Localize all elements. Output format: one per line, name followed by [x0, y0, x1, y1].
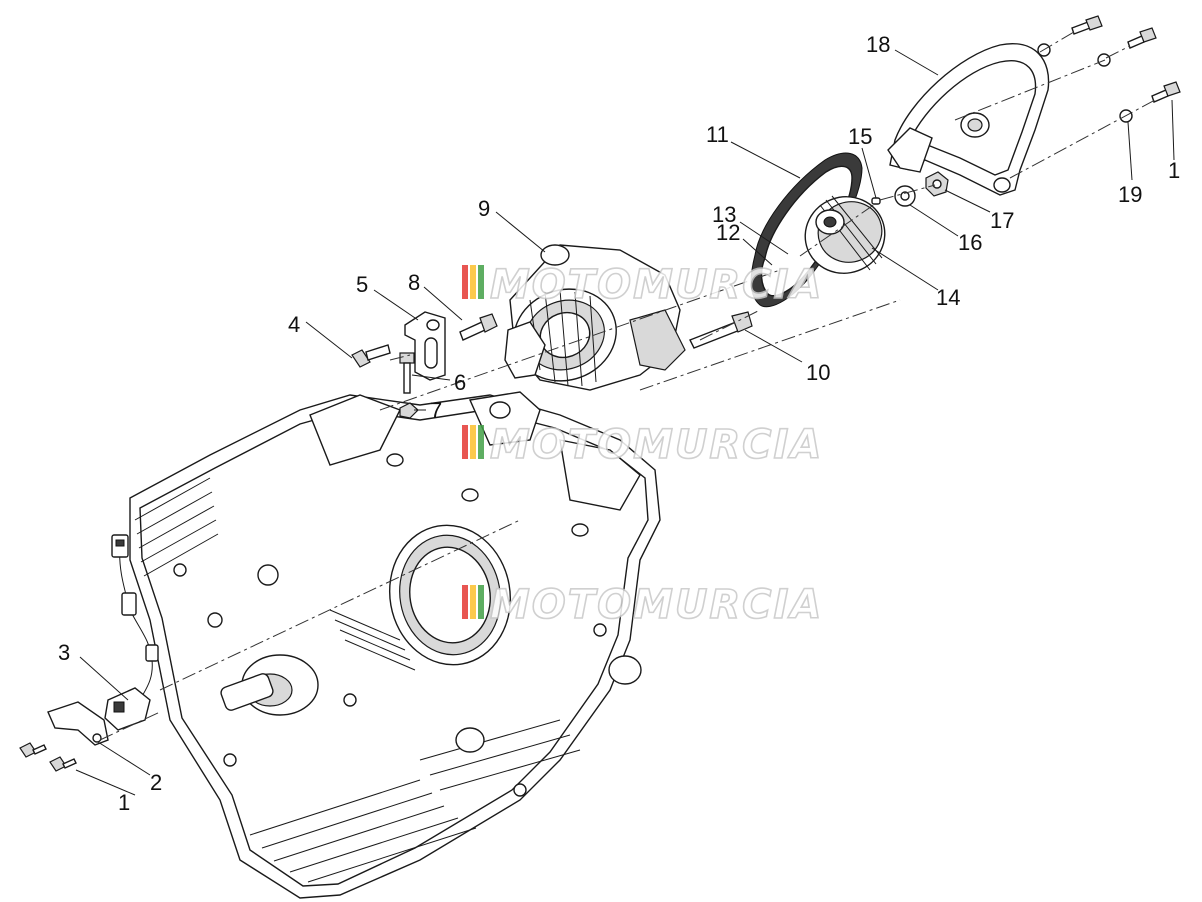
bolt-10 [689, 311, 753, 349]
callout-13: 13 [712, 202, 736, 227]
alternator [504, 244, 686, 391]
bolt-lower-a [19, 742, 47, 758]
watermark-text: MOTOMURCIA [490, 582, 823, 628]
callout-6: 6 [454, 370, 466, 395]
bolt-lower-b [49, 756, 77, 772]
callout-11: 11 [706, 122, 729, 147]
callout-2: 2 [150, 770, 162, 795]
callout-18: 18 [866, 32, 890, 57]
bolt-top-c [1151, 81, 1181, 103]
leader-lines [75, 49, 1175, 796]
callout-1-upper: 1 [1168, 158, 1180, 183]
watermark-text: MOTOMURCIA [490, 422, 823, 468]
belt-cover [887, 43, 1050, 196]
callout-8: 8 [408, 270, 420, 295]
bracket [404, 311, 446, 381]
callout-9: 9 [478, 196, 490, 221]
pin-15 [871, 197, 881, 205]
bolt-6 [399, 352, 415, 394]
callout-16: 16 [958, 230, 982, 255]
watermark-3: MOTOMURCIA [462, 581, 823, 629]
watermark-1: MOTOMURCIA [462, 261, 823, 309]
callout-5: 5 [356, 272, 368, 297]
bolt-top-b [1127, 27, 1157, 49]
callout-12: 12 [716, 220, 740, 245]
callout-19: 19 [1118, 182, 1142, 207]
protective-plate [47, 701, 109, 746]
callout-7: 7 [430, 398, 442, 423]
nut-7 [399, 402, 419, 419]
pulley [804, 195, 886, 274]
washer-16 [894, 185, 916, 207]
nut-17 [925, 171, 949, 197]
callout-4: 4 [288, 312, 300, 337]
callout-labels: 1 1 2 3 4 5 6 7 8 9 10 11 12 13 14 15 16… [58, 32, 1180, 815]
engine-crankcase [129, 391, 661, 899]
callout-3: 3 [58, 640, 70, 665]
callout-15: 15 [848, 124, 872, 149]
callout-17: 17 [990, 208, 1014, 233]
watermark-text: MOTOMURCIA [490, 262, 823, 308]
watermark-2: MOTOMURCIA [462, 421, 823, 469]
bolt-8 [459, 313, 498, 341]
sensor-assembly [104, 534, 159, 731]
callout-1-lower: 1 [118, 790, 130, 815]
assembly-axes [99, 31, 1156, 741]
callout-10: 10 [806, 360, 830, 385]
bolt-top-a [1071, 15, 1103, 35]
callout-14: 14 [936, 285, 960, 310]
bolt-4 [351, 344, 391, 368]
